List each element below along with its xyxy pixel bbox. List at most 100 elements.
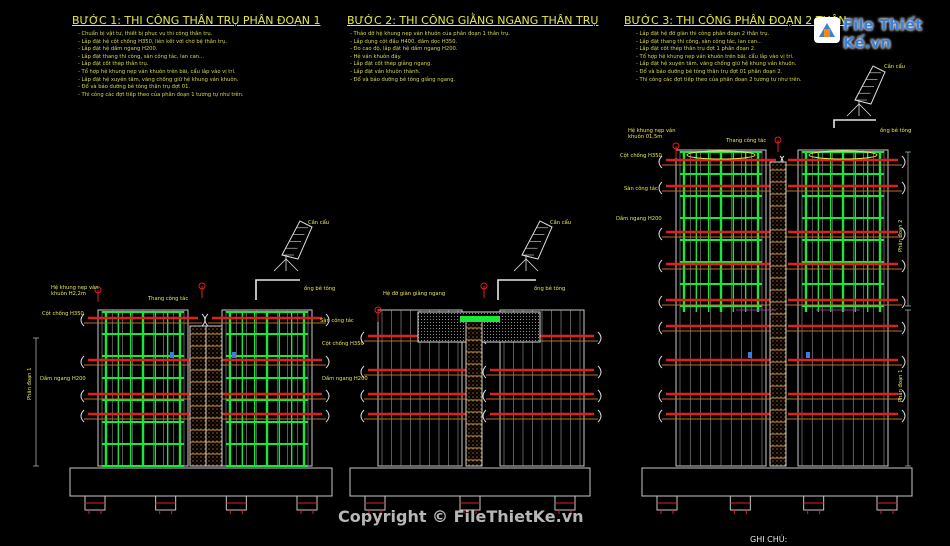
bracket [658,155,663,169]
label-formwork-frame: Hệ khung nẹp ván khuôn H2,2m [51,285,99,297]
step3-notes: - Lắp đặt hệ đỡ giàn thi công phân đoạn … [636,31,802,84]
note: - Lắp đặt ván khuôn thành. [350,68,421,75]
concrete-pipe [497,279,536,300]
bracket [482,389,487,403]
bracket [901,295,906,309]
bracket [901,227,906,241]
crane-sling [846,103,872,117]
note: - Chuẩn bị vật tư, thiết bị phục vụ thi … [78,31,213,37]
bracket [658,295,663,309]
bracket [325,313,330,327]
note: - Tổ hợp hệ khung nẹp ván khuôn trên bãi… [636,53,794,60]
label-concrete-pipe: ống bê tông [880,128,912,134]
bracket [901,259,906,273]
pile-cap [69,467,333,497]
step1-title: BƯỚC 1: THI CÔNG THÂN TRỤ PHÂN ĐOẠN 1 [72,14,321,27]
bracket [597,331,602,345]
note: - Lắp dựng cột đầu H400, dầm dọc H350. [350,38,458,45]
pile-cap [349,467,591,497]
note: - Lắp đặt hệ cột chống H350, liên kết vớ… [78,38,228,45]
note: - Lắp đặt hệ xuyên tâm, văng chống giữ h… [78,76,239,83]
bracket [901,355,906,369]
bracket [658,321,663,335]
concrete-pipe [833,119,876,128]
note: - Đo cao độ, lắp đặt hệ dầm ngang H200. [350,46,458,53]
bracket [80,313,85,327]
note: - Đổ và bảo dưỡng bê tông giằng ngang. [350,76,456,83]
bracket [658,389,663,403]
tie-beam-rebar [460,316,500,322]
axis-marker-circle [198,282,206,290]
bracket [658,227,663,241]
stair-tower [205,325,223,467]
bracket [360,365,365,379]
bracket [360,331,365,345]
bracket [482,365,487,379]
label-stair: Thang công tác [726,138,767,144]
bracket [901,155,906,169]
label-crane: Cần cẩu [308,220,330,226]
note: - Thi công các đợt tiếp theo của phân đo… [636,76,802,83]
note: - Lắp đặt hệ xuyên tâm, văng chống giữ h… [636,61,797,68]
bracket [901,409,906,423]
axis-marker-circle [672,142,680,150]
bracket [482,409,487,423]
bracket [901,389,906,403]
bracket [80,409,85,423]
label-crane: Cần cẩu [884,64,906,70]
bracket [658,259,663,273]
step1-notes: - Chuẩn bị vật tư, thiết bị phục vụ thi … [78,31,244,99]
crane-boom [854,65,886,105]
bracket [597,409,602,423]
note: - Đổ và bảo dưỡng bê tông thân trụ đợt 0… [78,84,191,91]
stair-tower [465,319,483,467]
axis-marker-circle [774,136,782,144]
pile-cap [641,467,913,497]
note: - Lắp đặt hệ dầm ngang H200. [78,46,158,53]
stair-tower [189,325,207,467]
axis-marker-circle [480,282,488,290]
axis-marker-circle [374,306,382,314]
note: - Tháo dỡ hệ khung nẹp ván khuôn của phâ… [350,31,511,37]
bracket [325,355,330,369]
note: - Lắp đặt cốt thép thân trụ. [78,61,149,68]
note: - Tổ hợp hệ khung nẹp ván khuôn trên bãi… [78,68,236,75]
logo-text: File Thiết Kế.vn [843,16,923,52]
step2-notes: - Tháo dỡ hệ khung nẹp ván khuôn của phâ… [350,31,510,84]
bracket [80,389,85,403]
note: - Thi công các đợt tiếp theo của phân đo… [78,91,244,98]
concrete-pipe [255,279,300,300]
step2-title: BƯỚC 2: THI CÔNG GIẰNG NGANG THÂN TRỤ [347,14,599,27]
label-phase-1: Phân đoạn 1 [898,369,904,402]
bracket [360,409,365,423]
label-concrete-pipe: ống bê tông [304,286,336,292]
top-ring [686,150,756,160]
label-cross-beam: Dầm ngang H200 [322,376,368,382]
top-ring [808,150,878,160]
bracket [658,409,663,423]
bracket [325,389,330,403]
bracket [658,355,663,369]
label-cross-beam: Dầm ngang H200 [616,216,662,222]
bracket [597,365,602,379]
step3-title: BƯỚC 3: THI CÔNG PHÂN ĐOẠN 2 THÂN [624,14,847,27]
valve [806,352,810,358]
bracket [360,389,365,403]
bracket [597,389,602,403]
bracket [80,355,85,369]
bracket [325,409,330,423]
note: - Đổ và bảo dưỡng bê tông thân trụ đợt 0… [636,68,783,75]
bracket [658,181,663,195]
label-cross-beam: Dầm ngang H200 [40,376,86,382]
crane-boom [521,220,553,260]
label-formwork-frame: Hệ khung nẹp ván khuôn 01,5m [628,128,676,140]
note: - Hệ ván khuôn đáy. [350,53,402,60]
notes-footer-label: GHI CHÚ: [750,535,788,544]
label-support-column: Cột chống H350 [42,311,84,317]
label-support-column: Cột chống H350 [620,153,662,159]
axis-marker-circle [94,286,102,294]
note: - Lắp đặt thang thi công, sàn công tác, … [636,38,762,45]
label-tie-frame: Hệ đỡ giàn giằng ngang [383,291,446,297]
